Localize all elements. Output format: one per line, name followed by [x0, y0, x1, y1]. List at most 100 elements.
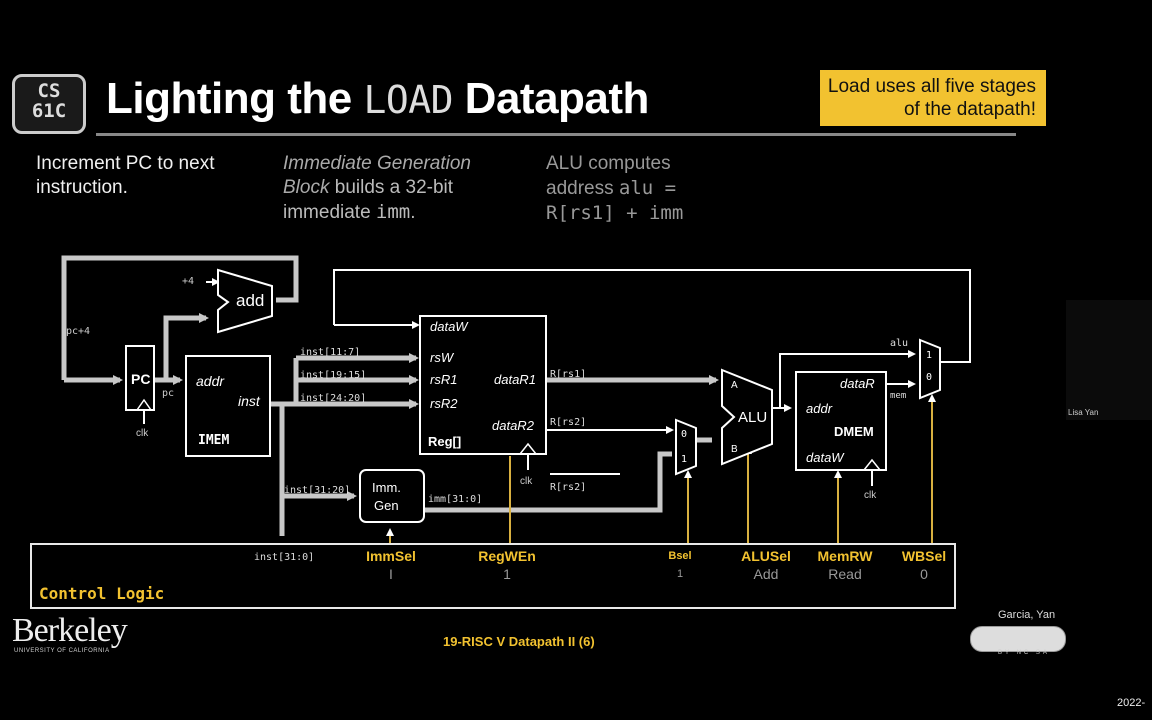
pc-register: PC [125, 345, 155, 411]
inst-11-7-label: inst[11:7] [300, 347, 360, 358]
signal-name: MemRW [817, 548, 873, 564]
pc-clk-label: clk [136, 428, 149, 439]
note3-mono2: R[rs1] + imm [546, 202, 684, 224]
imem-box [185, 355, 271, 457]
note2-mono: imm [375, 201, 411, 223]
bmux-1: 1 [681, 454, 687, 465]
immgen-box [359, 469, 425, 523]
reg-label: Reg[] [428, 434, 461, 449]
add-label: add [236, 291, 264, 310]
dmem: dataR addr DMEM dataW [795, 371, 887, 471]
inst-19-15-label: inst[19:15] [300, 370, 366, 381]
reg-clk-label: clk [520, 476, 533, 487]
r-rs2-label: R[rs2] [550, 417, 586, 428]
dmem-clk-triangle [863, 458, 881, 471]
note-increment-pc: Increment PC to next instruction. [36, 153, 215, 198]
alu-label: ALU [738, 409, 767, 426]
regfile-box [419, 315, 547, 455]
lit-wires [61, 255, 719, 536]
register-file: dataW rsW rsR1 rsR2 dataR1 dataR2 Reg[] [419, 315, 547, 455]
webcam-label: Lisa Yan [1068, 408, 1099, 417]
immgen-label2: Gen [374, 498, 399, 513]
signal-name: ALUSel [741, 548, 791, 564]
dmem-clk-label: clk [864, 490, 877, 501]
creative-commons-icon [970, 626, 1066, 652]
signal-value: Read [828, 566, 862, 582]
signal-name: Bsel [668, 550, 692, 562]
signal-value: 0 [920, 566, 928, 582]
regfile-clk-triangle [519, 442, 537, 455]
note-alu: ALU computes address alu = R[rs1] + imm [546, 152, 746, 225]
wbsel-mux: 1 0 [919, 338, 941, 400]
title-part2: Datapath [452, 74, 650, 123]
callout-line1: Load uses all five stages [827, 76, 1036, 97]
signal-value: Add [753, 566, 779, 582]
lecture-footer: 19-RISC V Datapath II (6) [443, 634, 595, 649]
note2-rest: builds a 32-bit immediate [283, 177, 454, 223]
page-title: Lighting the LOAD Datapath [106, 74, 649, 124]
reg-rsr1-label: rsR1 [430, 372, 457, 387]
thin-wires [143, 269, 971, 486]
r-rs1-label: R[rs1] [550, 369, 586, 380]
pc-to-add [152, 313, 209, 383]
adder: add [217, 268, 273, 334]
logo-text: CS 61C [31, 80, 67, 122]
callout-line2: of the datapath! [903, 99, 1036, 120]
alu-b-label: B [731, 444, 738, 455]
imm-label: imm[31:0] [428, 494, 482, 505]
authors: Garcia, Yan [998, 609, 1056, 621]
alu-shape [721, 368, 773, 466]
note3-line2: address [546, 178, 619, 199]
inst-24-20-label: inst[24:20] [300, 393, 366, 404]
reg-datar1-label: dataR1 [494, 372, 536, 387]
reg-dataw-label: dataW [430, 319, 469, 334]
imem-inst-label: inst [238, 393, 261, 409]
wb-mem-label: mem [890, 391, 906, 401]
webcam-thumbnail [1066, 300, 1152, 420]
pc-plus4-label: pc+4 [66, 326, 90, 337]
wb-alu-label: alu [890, 338, 908, 349]
wbmux-shape [919, 338, 941, 400]
imem-label: IMEM [198, 433, 229, 448]
imem-addr-label: addr [196, 373, 225, 389]
dmem-addr-label: addr [806, 401, 833, 416]
adder-shape [217, 268, 273, 334]
signal-name: RegWEn [478, 548, 536, 564]
reg-datar2-label: dataR2 [492, 418, 535, 433]
note3-line1: ALU computes [546, 153, 671, 174]
title-mono: LOAD [363, 78, 453, 122]
signal-value: 1 [503, 566, 511, 582]
signal-name: ImmSel [366, 548, 416, 564]
r-rs2b-label: R[rs2] [550, 482, 586, 493]
imm-wire [424, 451, 672, 513]
dmem-label: DMEM [834, 424, 874, 439]
cs61c-logo: CS 61C [12, 74, 86, 134]
signal-memrw: MemRW Read [812, 548, 878, 582]
wbmux-0: 0 [926, 372, 932, 383]
reg-rsr2-label: rsR2 [430, 396, 458, 411]
immgen-label1: Imm. [372, 480, 401, 495]
dmem-box [795, 371, 887, 471]
imm-gen: Imm. Gen [359, 469, 425, 523]
note2-italic: Immediate Generation Block [283, 153, 471, 198]
pc-clk-triangle [136, 398, 152, 411]
inst-fanout [282, 358, 299, 407]
signal-regwen: RegWEn 1 [472, 548, 542, 582]
signal-name: WBSel [901, 548, 947, 564]
alu-a-label: A [731, 380, 738, 391]
control-logic-box [30, 543, 956, 609]
wbmux-1: 1 [926, 350, 932, 361]
writeback-loop [333, 269, 971, 363]
dmem-dataw-label: dataW [806, 450, 845, 465]
pc-label: PC [131, 371, 150, 387]
berkeley-logo: Berkeley [12, 612, 128, 649]
cc-license-label: BY NC SA [998, 650, 1050, 656]
note-imm-gen: Immediate Generation Block builds a 32-b… [283, 152, 513, 225]
berkeley-subtitle: UNIVERSITY OF CALIFORNIA [14, 648, 110, 654]
title-part1: Lighting the [106, 74, 364, 123]
inst-bus [270, 401, 285, 536]
reg-rsw-label: rsW [430, 350, 455, 365]
